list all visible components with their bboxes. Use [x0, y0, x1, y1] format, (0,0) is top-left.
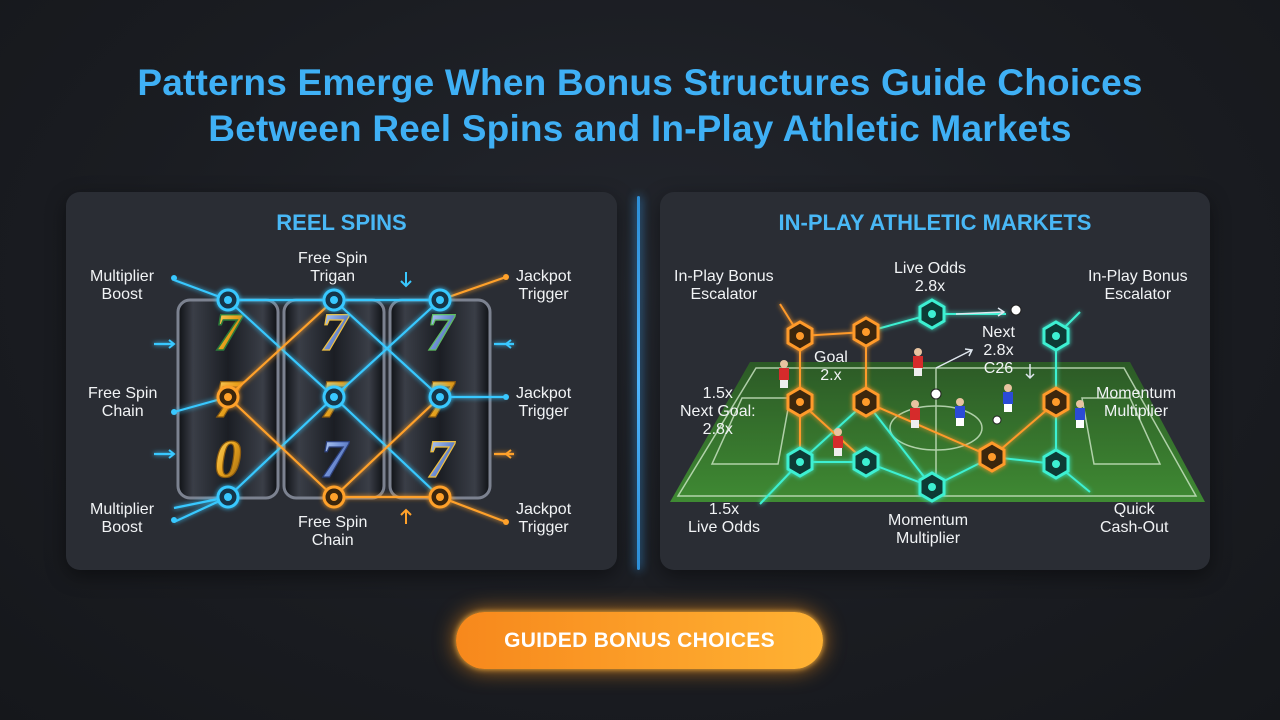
reel-symbol: 7	[427, 302, 456, 362]
reel-symbol: 0	[215, 429, 242, 489]
player-blue	[1003, 384, 1013, 412]
label-dot	[503, 519, 509, 525]
node-teal	[786, 446, 814, 478]
node-orange	[978, 441, 1006, 473]
page-title: Patterns Emerge When Bonus Structures Gu…	[0, 60, 1280, 152]
node-cyan	[216, 288, 240, 312]
node-orange	[852, 386, 880, 418]
arrow-icon	[935, 307, 1035, 380]
label-dot	[171, 275, 177, 281]
node-cyan	[428, 288, 452, 312]
reel-spins-panel: REEL SPINS	[66, 192, 617, 570]
node-teal	[918, 471, 946, 503]
player-blue	[1075, 400, 1085, 428]
title-line-1: Patterns Emerge When Bonus Structures Gu…	[137, 62, 1143, 103]
reel-nodes	[171, 274, 509, 525]
label-dot	[503, 394, 509, 400]
title-line-2: Between Reel Spins and In-Play Athletic …	[208, 108, 1072, 149]
reel-spins-heading: REEL SPINS	[276, 210, 407, 235]
node-cyan	[322, 385, 346, 409]
node-orange	[216, 385, 240, 409]
label-dot	[503, 274, 509, 280]
guided-bonus-choices-button[interactable]: GUIDED BONUS CHOICES	[456, 612, 823, 669]
market-nodes	[786, 298, 1070, 503]
player-red	[913, 348, 923, 376]
node-cyan	[428, 385, 452, 409]
node-teal	[918, 298, 946, 330]
node-cyan	[322, 288, 346, 312]
label-dot	[171, 517, 177, 523]
arrow-icon	[166, 272, 514, 524]
center-divider	[637, 196, 640, 570]
node-teal	[1042, 448, 1070, 480]
node-orange	[428, 485, 452, 509]
reel-symbol: 7	[321, 429, 350, 489]
player-red	[910, 400, 920, 428]
orange-paths	[227, 275, 514, 524]
node-orange	[322, 485, 346, 509]
node-orange	[786, 320, 814, 352]
reel-symbol: 7	[427, 429, 456, 489]
node-cyan	[216, 485, 240, 509]
node-orange	[852, 316, 880, 348]
node-teal	[852, 446, 880, 478]
player-red	[779, 360, 789, 388]
athletic-markets-heading: IN-PLAY ATHLETIC MARKETS	[778, 210, 1092, 235]
node-orange	[786, 386, 814, 418]
node-teal	[1042, 320, 1070, 352]
players	[779, 348, 1085, 456]
node-orange	[1042, 386, 1070, 418]
athletic-markets-panel: IN-PLAY ATHLETIC MARKETS	[660, 192, 1210, 570]
label-dot	[171, 409, 177, 415]
soccer-ball-icon	[930, 304, 1022, 425]
player-red	[833, 428, 843, 456]
player-blue	[955, 398, 965, 426]
reel-symbol: 7	[215, 302, 244, 362]
reel-diagram: 7 7 7 7 7 7 0 7 7	[154, 272, 514, 525]
market-diagram	[670, 298, 1205, 505]
